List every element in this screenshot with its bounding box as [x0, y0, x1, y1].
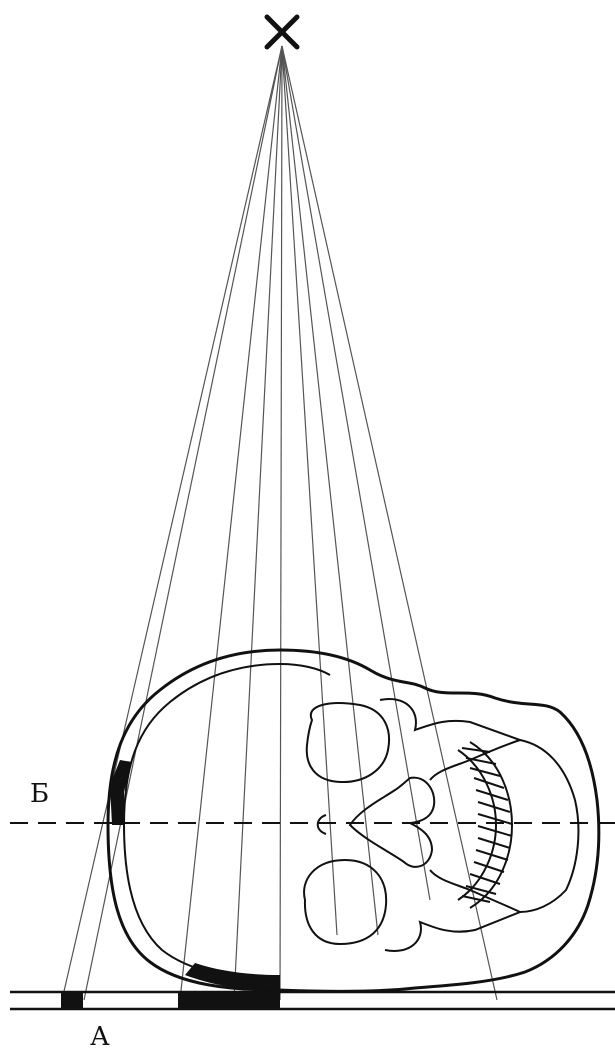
- film-label: А: [90, 1022, 110, 1052]
- ray: [234, 46, 282, 1000]
- film-shadow-center: [178, 993, 280, 1008]
- ray: [62, 46, 282, 1000]
- ray: [282, 46, 430, 900]
- x-ray-lines: [62, 46, 497, 1000]
- ray: [282, 46, 378, 935]
- bone-shadow-base: [185, 963, 280, 990]
- ray: [280, 46, 282, 1000]
- ray: [282, 46, 497, 1000]
- teeth: [458, 742, 512, 908]
- ray: [84, 46, 282, 1000]
- ray: [180, 46, 282, 1000]
- ray: [282, 46, 337, 935]
- plane-label: Б: [30, 779, 49, 809]
- film-shadow-left: [61, 993, 83, 1008]
- x-mark-icon: [267, 17, 297, 47]
- skull-drawing: [108, 650, 599, 991]
